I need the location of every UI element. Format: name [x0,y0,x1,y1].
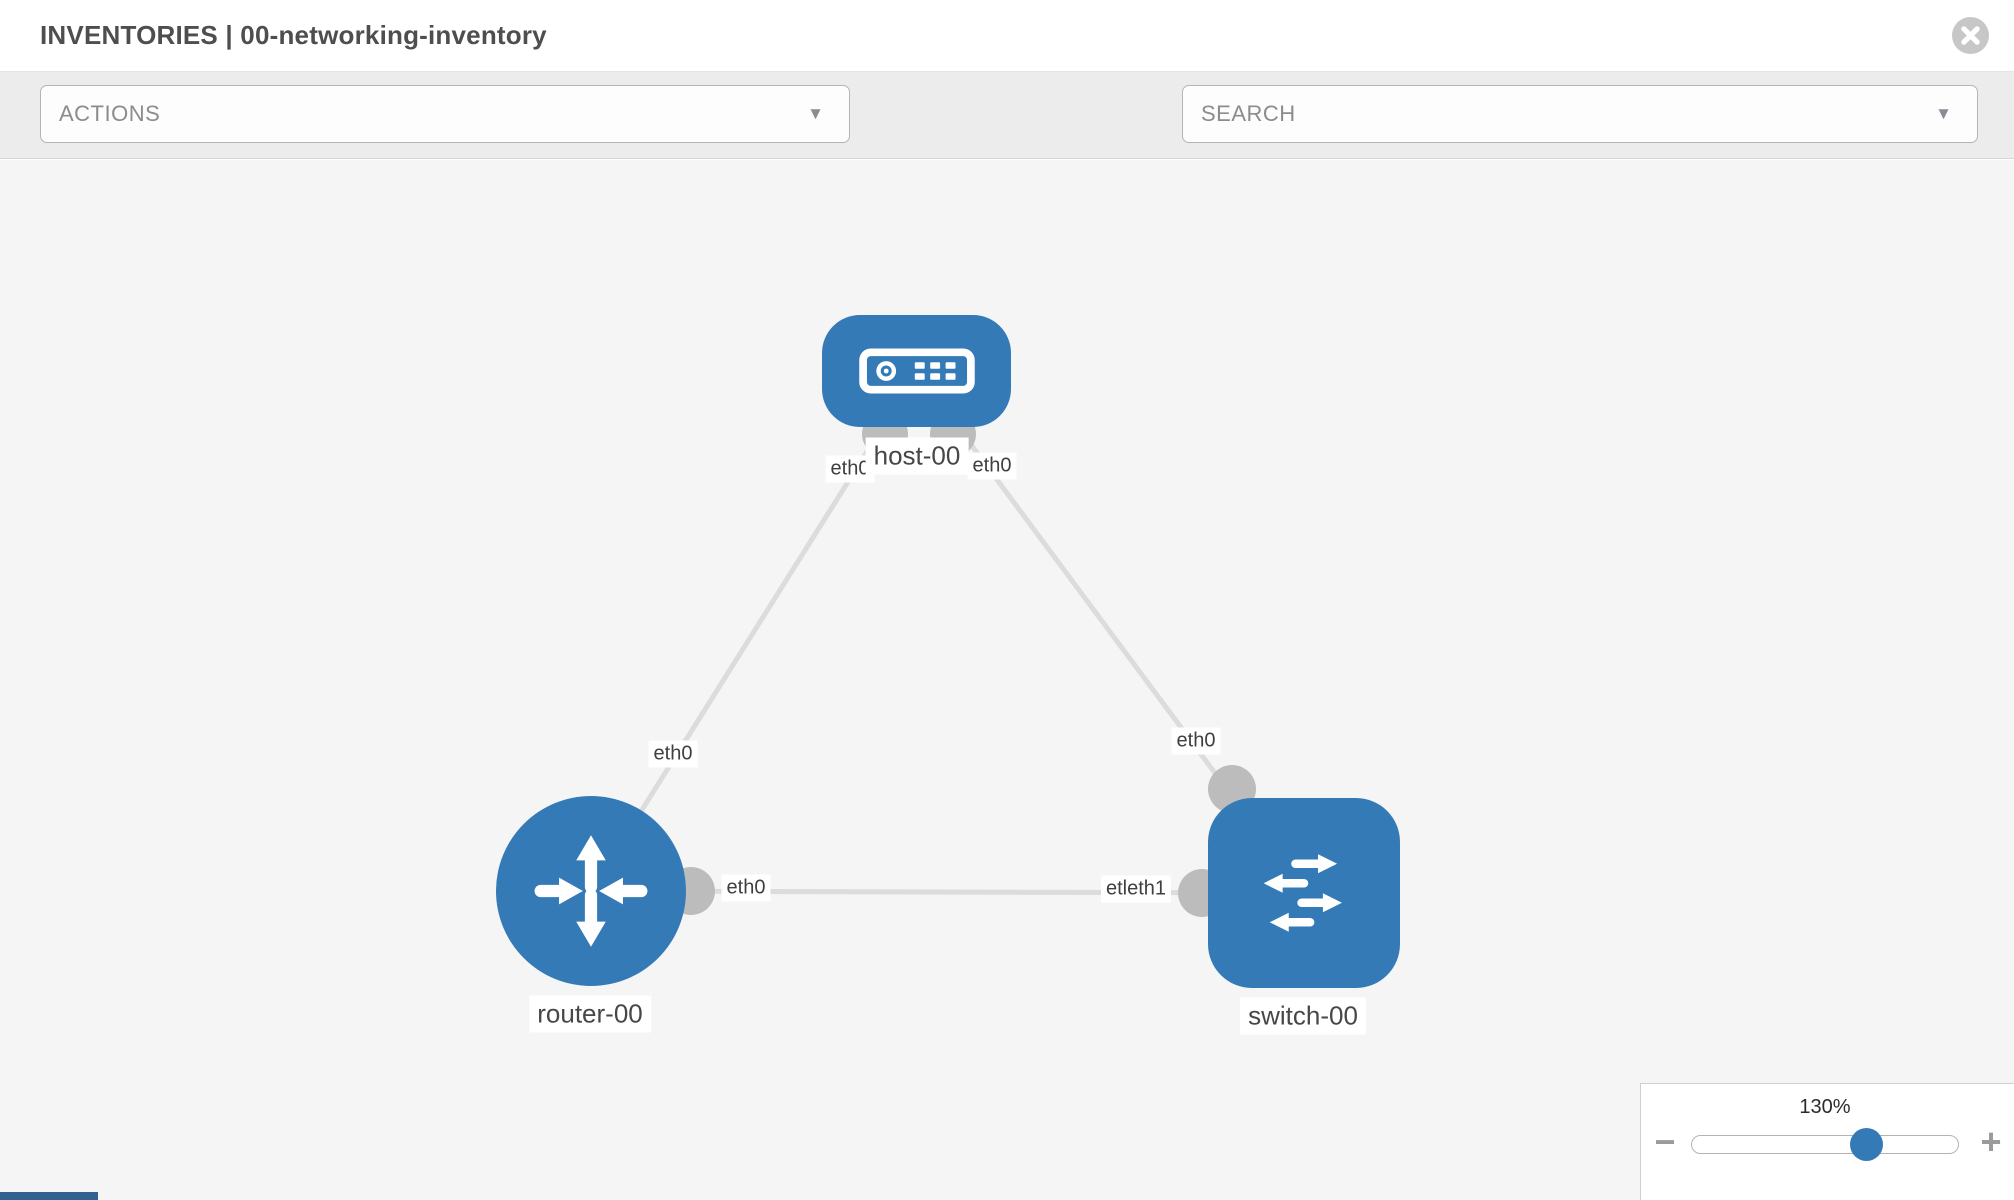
node-label-switch: switch-00 [1240,997,1366,1035]
topology-canvas[interactable]: eth0 eth0 eth0 eth0 eth0 etleth1 host-00… [0,160,2014,1200]
close-icon [1961,26,1980,45]
host-icon [858,348,975,394]
interface-label-switch-from-host: eth0 [1171,727,1221,755]
interface-label-switch-to-router: etleth1 [1100,875,1172,903]
plus-icon: + [1980,1121,2002,1162]
close-button[interactable] [1952,17,1989,54]
node-host-00[interactable] [822,315,1011,427]
interface-label-host-to-router: eth0 [825,455,875,483]
actions-dropdown-label: ACTIONS [59,101,161,126]
minus-icon: − [1654,1121,1676,1162]
zoom-slider[interactable] [1691,1128,1959,1161]
footer-strip [0,1192,98,1200]
node-label-router: router-00 [529,995,651,1033]
chevron-down-icon: ▼ [807,104,824,123]
zoom-panel: 130% − + [1640,1083,2014,1200]
interface-label-router-from-host: eth0 [648,740,698,768]
node-switch-00[interactable] [1208,798,1400,988]
router-icon [534,835,648,947]
search-placeholder: SEARCH [1201,101,1296,126]
page-title: INVENTORIES | 00-networking-inventory [40,20,547,50]
zoom-level-label: 130% [1799,1096,1851,1118]
chevron-down-icon: ▼ [1935,104,1952,123]
zoom-slider-thumb[interactable] [1850,1128,1883,1161]
search-dropdown[interactable]: SEARCH ▼ [1182,85,1978,143]
zoom-in-button[interactable]: + [1971,1120,2011,1164]
toolbar: ACTIONS ▼ SEARCH ▼ [0,72,2014,201]
node-router-00[interactable] [496,796,686,986]
interface-label-host-to-switch: eth0 [967,452,1017,480]
interface-label-router-to-switch: eth0 [721,874,771,902]
zoom-out-button[interactable]: − [1645,1120,1685,1164]
switch-icon [1263,854,1342,932]
topology-links [588,370,1307,917]
header: INVENTORIES | 00-networking-inventory [0,0,2014,72]
actions-dropdown[interactable]: ACTIONS ▼ [40,85,850,143]
node-label-host: host-00 [865,437,969,475]
